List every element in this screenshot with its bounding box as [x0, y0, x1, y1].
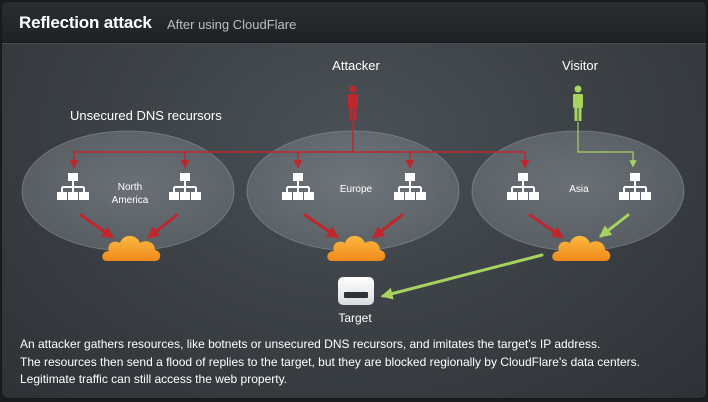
attacker-label: Attacker: [332, 58, 380, 73]
caption-line: Legitimate traffic can still access the …: [20, 372, 288, 386]
region-label-asia: Asia: [569, 184, 589, 195]
region-label-europe: Europe: [340, 184, 373, 195]
page-title: Reflection attack: [19, 13, 152, 32]
region-label-north-america-line2: America: [112, 195, 149, 206]
target-label: Target: [338, 311, 372, 325]
attack-flow-arrows: [79, 213, 564, 239]
legit-flow-arrows: [380, 213, 630, 300]
attacker-icon: [348, 85, 358, 121]
recursors-label: Unsecured DNS recursors: [70, 108, 222, 123]
reflection-attack-diagram: Attacker Visitor Unsecured DNS recursors: [21, 58, 685, 325]
diagram-frame: Reflection attack After using CloudFlare: [2, 2, 706, 398]
attacker-distribution-lines: [69, 122, 530, 169]
visitor-icon: [573, 85, 583, 121]
caption: An attacker gathers resources, like botn…: [20, 336, 700, 389]
visitor-label: Visitor: [562, 58, 599, 73]
title-bar: Reflection attack After using CloudFlare: [2, 2, 706, 43]
visitor-line: [577, 122, 637, 168]
page-subtitle: After using CloudFlare: [167, 17, 297, 32]
server-icon: [338, 277, 374, 305]
region-label-north-america: North: [118, 182, 142, 193]
caption-line: An attacker gathers resources, like botn…: [20, 337, 601, 351]
caption-line: The resources then send a flood of repli…: [20, 354, 640, 369]
